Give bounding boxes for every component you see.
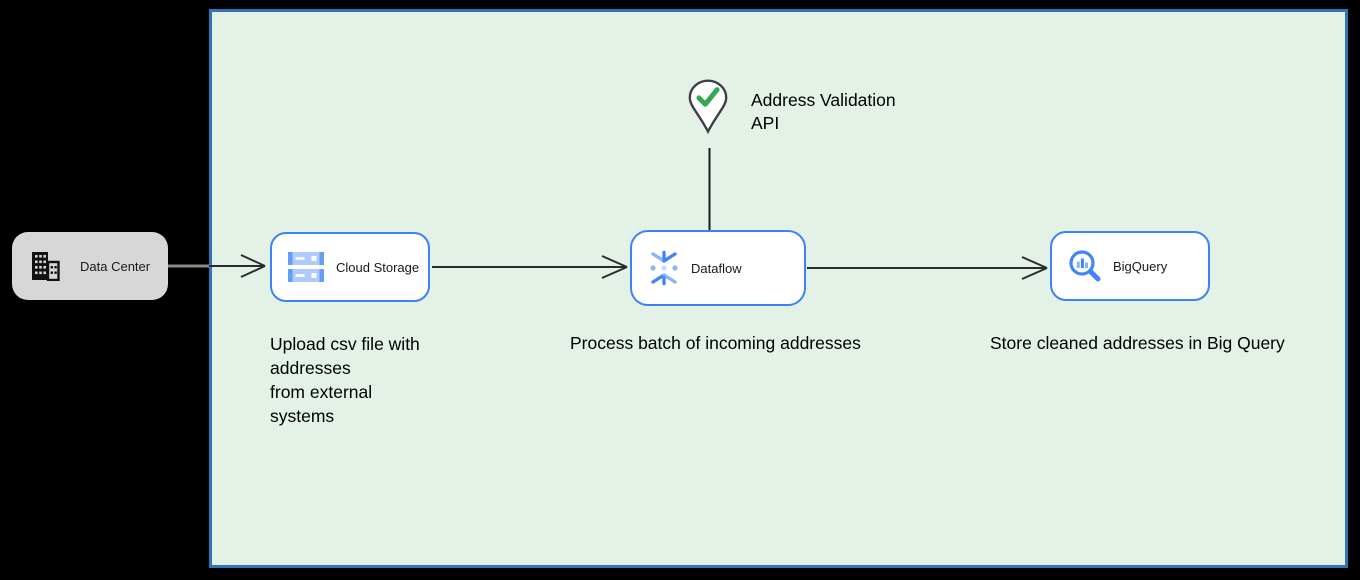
dataflow-icon xyxy=(650,250,678,286)
cloud-storage-icon xyxy=(288,252,324,282)
caption-upload-csv: Upload csv file with addresses from exte… xyxy=(270,334,420,426)
building-icon xyxy=(32,252,60,281)
address-validation-api-label: Address Validation API xyxy=(751,90,896,133)
caption-store-bigquery: Store cleaned addresses in Big Query xyxy=(990,333,1285,353)
node-label-dataflow: Dataflow xyxy=(691,260,742,276)
map-pin-check-icon[interactable] xyxy=(688,78,728,136)
node-bigquery[interactable]: BigQuery xyxy=(1050,231,1210,301)
node-dataflow[interactable]: Dataflow xyxy=(630,230,806,306)
node-label-bigquery: BigQuery xyxy=(1113,258,1168,274)
node-label-data-center: Data Center xyxy=(80,258,151,274)
node-label-cloud-storage: Cloud Storage xyxy=(336,259,420,275)
bigquery-magnifier-icon xyxy=(1069,250,1101,282)
node-data-center[interactable]: Data Center xyxy=(12,232,168,300)
node-cloud-storage[interactable]: Cloud Storage xyxy=(270,232,430,302)
caption-process-batch: Process batch of incoming addresses xyxy=(570,333,861,353)
